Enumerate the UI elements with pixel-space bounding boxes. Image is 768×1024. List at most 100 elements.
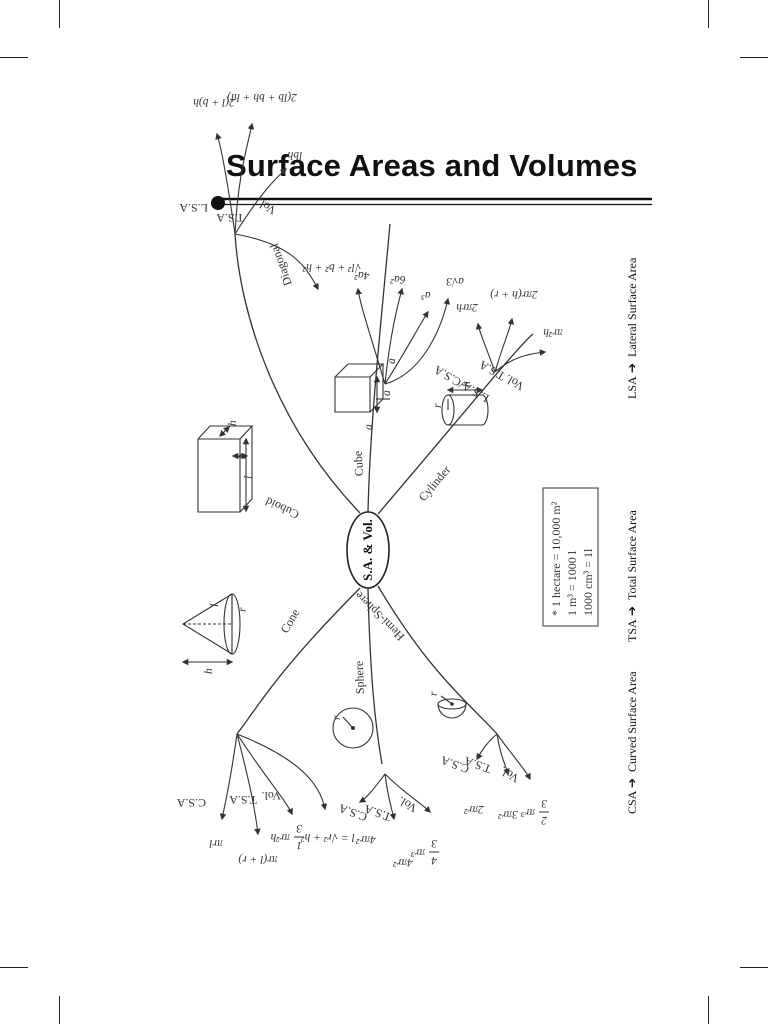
crop-mark-bottom-right-v <box>708 996 709 1024</box>
branch-hemisphere-line <box>377 585 498 735</box>
cylinder-label-tsa: T.S.A <box>476 357 507 383</box>
branch-sphere-line <box>367 587 383 765</box>
cuboid-formula-diagonal: √l² + b² + h² <box>302 261 361 274</box>
cuboid-label-diagonal: Diagonal <box>266 241 294 288</box>
cone-formula-slant: l = √r² + h² <box>301 831 355 844</box>
cuboid-formula-vol: lbh <box>287 149 302 161</box>
cube-shape: a a a <box>334 358 398 430</box>
center-label: S.A. & Vol. <box>360 519 375 581</box>
crop-mark-bottom-left-v <box>59 996 60 1024</box>
sphere-formula-tsa: 4πr² <box>393 856 413 868</box>
cone-label-tsa: T.S.A <box>229 793 257 807</box>
cuboid-shape: l b h <box>197 420 255 513</box>
cube-twig-a3 <box>384 310 429 385</box>
hemisphere-formula-csa: 2πr² <box>464 803 484 815</box>
crop-mark-top-right-v <box>708 0 709 28</box>
legend-csa-text: Curved Surface Area <box>625 671 639 772</box>
legend-csa: CSA ➔ Curved Surface Area <box>625 671 639 814</box>
legend-tsa-arrow: ➔ <box>625 606 639 616</box>
legend-lsa: LSA ➔ Lateral Surface Area <box>625 257 639 399</box>
legend-tsa: TSA ➔ Total Surface Area <box>625 510 639 642</box>
branch-sphere-name: Sphere <box>352 661 367 695</box>
cuboid-dim-l: l <box>243 476 255 479</box>
cylinder-formula-tsa: 2πr(h + r) <box>490 288 538 300</box>
cylinder-twig-tsa <box>494 317 515 373</box>
sphere-formula-csa: 4πr² <box>356 833 376 845</box>
sphere-label-vol: Vol. <box>396 794 420 816</box>
page-title: Surface Areas and Volumes <box>226 148 638 183</box>
branch-cube-name: Cube <box>351 451 366 477</box>
cuboid-dim-b: b <box>237 453 249 459</box>
cube-formula-a3: a³ <box>421 289 431 301</box>
cuboid-formula-lsa: 2(l + b)h <box>193 96 235 108</box>
cube-formula-a3root: a√3 <box>446 275 464 288</box>
cylinder-formula-vol: πr²h <box>543 326 563 338</box>
legend-lsa-abbr: LSA <box>625 376 639 399</box>
hemisphere-shape: r <box>428 691 467 719</box>
hemisphere-formula-vol: 2 3 πr³ <box>521 797 549 826</box>
cone-shape: l r h <box>181 593 249 674</box>
sphere-twig-tsa <box>384 773 397 821</box>
branch-cone-line <box>236 587 361 735</box>
cylinder-formula-lsa: 2πrh <box>456 301 478 313</box>
hemisphere-formula-tsa: 3πr² <box>498 808 519 820</box>
legend-tsa-abbr: TSA <box>625 619 639 642</box>
sphere-twig-csa <box>358 773 386 803</box>
cone-twig-slant <box>236 733 328 811</box>
crop-mark-top-left-v <box>59 0 60 28</box>
sphere-dim-r: r <box>331 715 343 720</box>
cuboid-dim-h: h <box>227 420 239 426</box>
hemisphere-twig-tsa <box>496 733 510 776</box>
note-box <box>542 487 599 627</box>
sphere-formula-vol: 4 3 πr³ <box>411 837 439 866</box>
sphere-vol-den: 3 <box>431 837 438 849</box>
legend-lsa-text: Lateral Surface Area <box>625 257 639 357</box>
cylinder-dim-r: r <box>432 403 444 408</box>
legend-csa-abbr: CSA <box>625 790 639 814</box>
cube-twig-a3root <box>384 297 451 385</box>
cylinder-twig-lsa <box>475 322 496 373</box>
cube-formula-6a2: 6a² <box>390 273 406 285</box>
cuboid-twig-lsa <box>215 132 236 235</box>
cuboid-twig-tsa <box>234 122 255 235</box>
cone-dim-h: h <box>203 668 215 674</box>
note-line-2: 1 m³ = 1000 l <box>565 550 579 616</box>
cube-formula-4a2: 4a² <box>354 269 370 281</box>
crop-mark-top-left-h <box>0 57 28 58</box>
cone-twig-csa <box>219 733 238 821</box>
branch-cylinder-name: Cylinder <box>416 463 454 504</box>
cuboid-label-lsa: L.S.A <box>179 201 208 215</box>
cuboid-label-tsa: T.S.A <box>216 211 244 225</box>
cube-twig-4a2 <box>355 287 386 385</box>
cone-formula-vol: 1 3 πr²h <box>270 822 304 851</box>
cuboid-formula-tsa: 2(lb + bh + hl) <box>227 91 297 103</box>
legend-tsa-text: Total Surface Area <box>625 510 639 600</box>
hemisphere-vol-den: 3 <box>541 797 548 809</box>
branch-hemisphere-name: Hemi-Sphere <box>352 589 407 644</box>
cone-twig-vol <box>236 733 293 816</box>
note-line-3: 1000 cm³ = 1l <box>581 548 595 616</box>
hemisphere-label-vol: Vol. <box>498 764 522 786</box>
cone-twig-tsa <box>236 733 261 836</box>
cone-formula-csa: πrl <box>209 837 222 849</box>
sphere-twig-vol <box>384 773 431 813</box>
cube-dim-a1: a <box>363 424 375 430</box>
cuboid-twig-diagonal <box>234 233 319 291</box>
hemisphere-vol-tail: πr³ <box>521 806 535 818</box>
cylinder-dim-h: h <box>461 381 473 387</box>
hemisphere-dim-r: r <box>428 691 440 696</box>
cone-vol-tail: πr²h <box>270 831 290 843</box>
cube-dim-a2: a <box>381 390 393 396</box>
branch-cone-name: Cone <box>277 607 302 636</box>
branch-cuboid-line <box>234 233 361 514</box>
sphere-shape: r <box>331 707 374 749</box>
cone-label-vol: Vol. <box>262 789 281 803</box>
cone-label-csa: C.S.A <box>176 796 206 810</box>
rotated-map: S.A. & Vol. Cuboid Cube Cylinder Cone Sp… <box>176 91 639 868</box>
cone-dim-r: r <box>237 607 249 612</box>
cylinder-twig-vol <box>494 349 547 373</box>
cone-vol-num: 1 <box>296 839 302 851</box>
cuboid-twig-vol <box>234 168 287 235</box>
hemisphere-twig-vol <box>496 733 531 781</box>
